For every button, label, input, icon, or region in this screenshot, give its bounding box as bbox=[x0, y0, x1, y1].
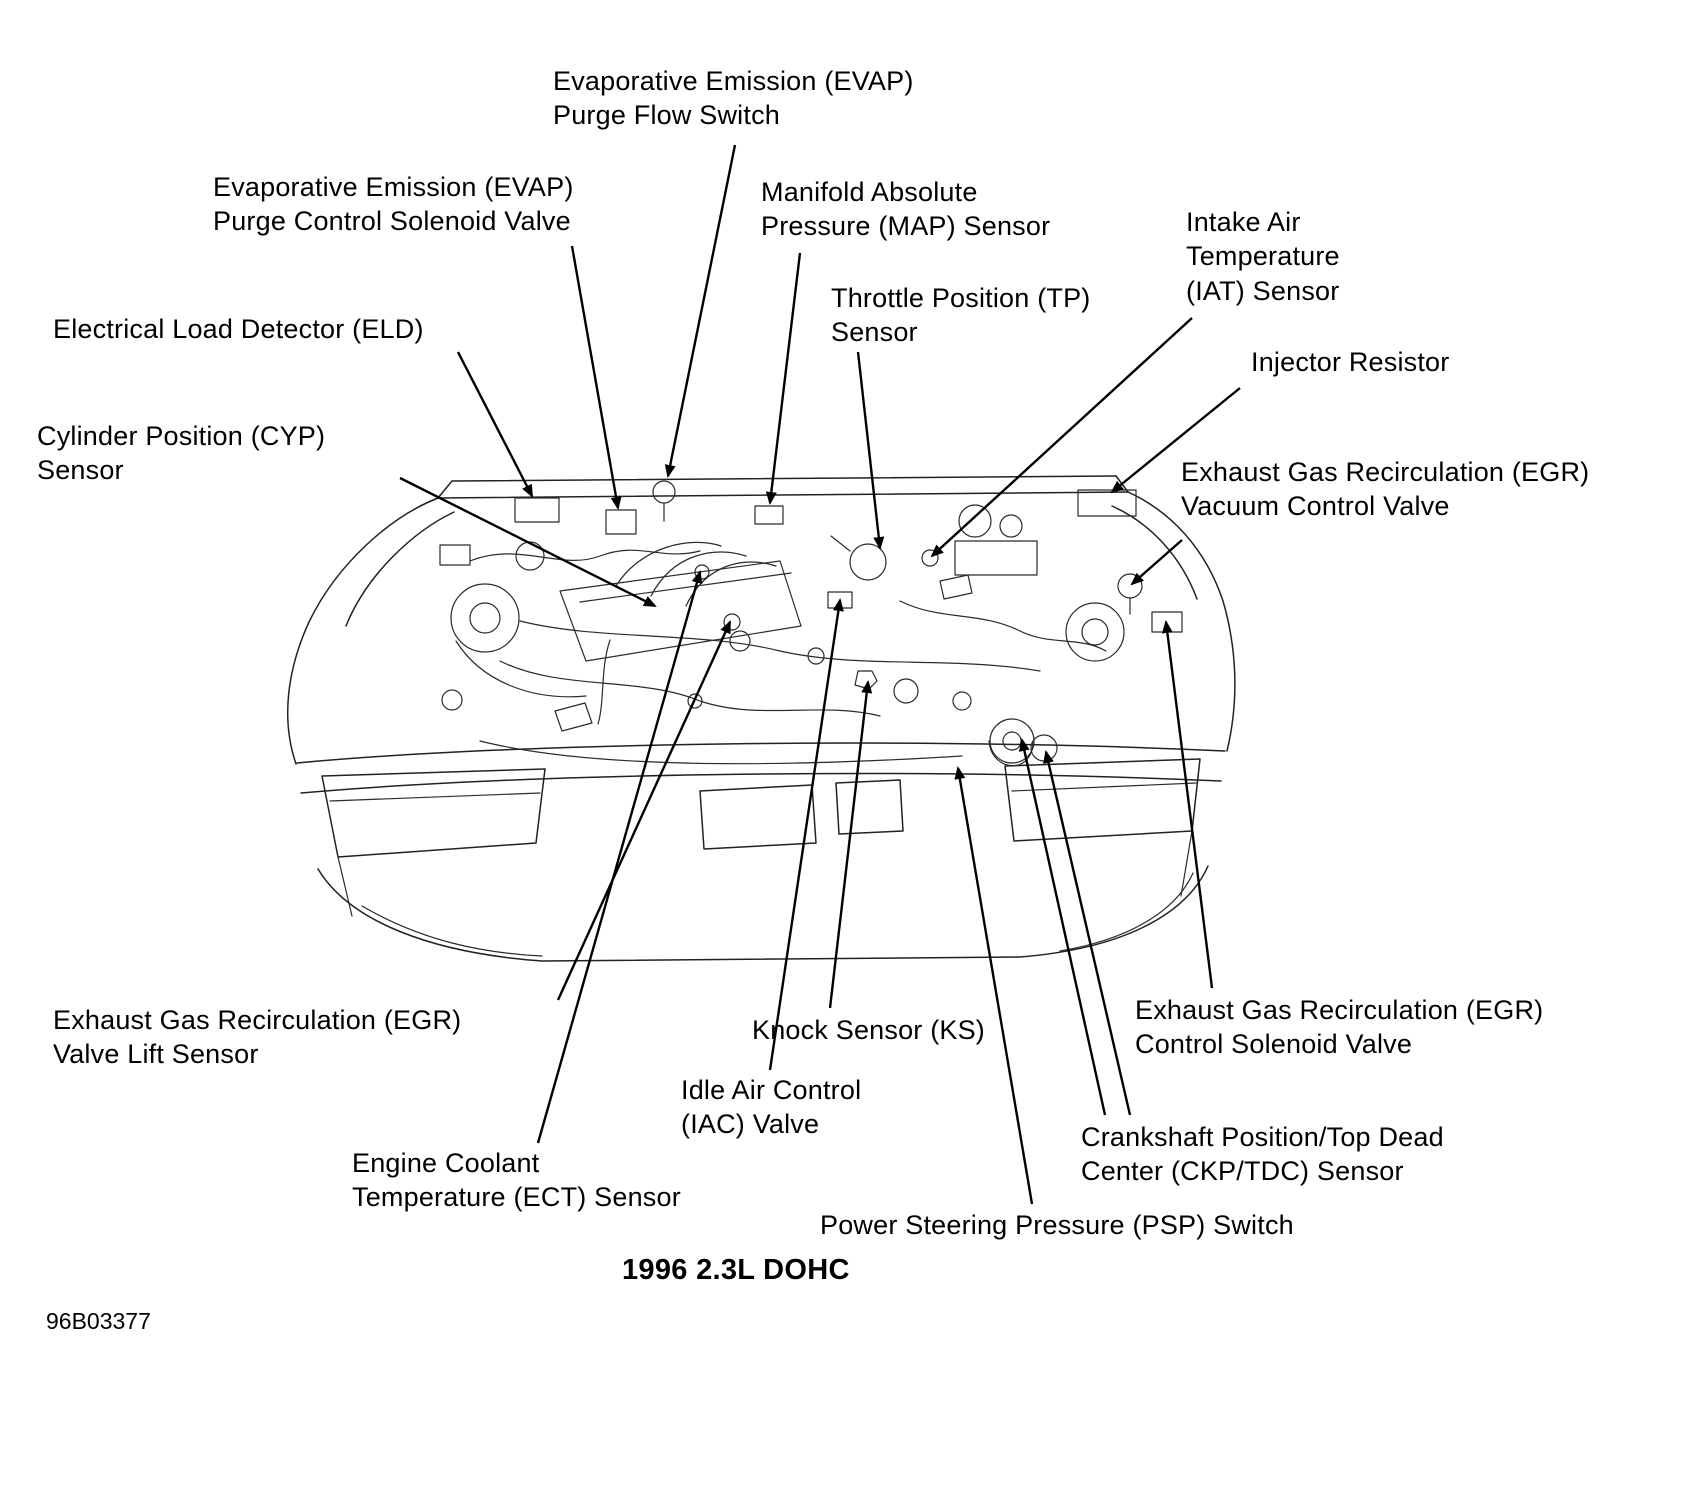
label-cyp-sensor: Cylinder Position (CYP) Sensor bbox=[37, 421, 326, 486]
map-sensor-part bbox=[754, 505, 784, 525]
engine-detail bbox=[439, 480, 1183, 767]
label-tp-sensor: Throttle Position (TP) Sensor bbox=[831, 283, 1091, 348]
label-eld: Electrical Load Detector (ELD) bbox=[53, 314, 424, 344]
ps-pump-part bbox=[989, 718, 1035, 764]
leader-line-map-sensor bbox=[765, 252, 802, 505]
leader-line-egr-valve-lift-sensor bbox=[556, 620, 732, 1001]
purge-flow-switch-part bbox=[652, 480, 676, 504]
label-injector-resistor: Injector Resistor bbox=[1251, 347, 1450, 377]
label-egr-valve-lift-sensor: Exhaust Gas Recirculation (EGR) Valve Li… bbox=[53, 1005, 462, 1070]
leader-line-ckp-tdc-sensor-2 bbox=[1043, 750, 1132, 1116]
label-map-sensor: Manifold Absolute Pressure (MAP) Sensor bbox=[761, 177, 1051, 242]
iat-sensor-part bbox=[921, 549, 939, 567]
leader-line-injector-resistor bbox=[1110, 387, 1241, 494]
leader-line-evap-purge-control-solenoid-valve bbox=[570, 245, 622, 510]
leader-line-ect-sensor bbox=[536, 570, 703, 1144]
leader-line-egr-vacuum-control-valve bbox=[1130, 539, 1183, 586]
leader-line-cyp-sensor bbox=[399, 476, 657, 608]
label-evap-purge-flow-switch: Evaporative Emission (EVAP) Purge Flow S… bbox=[553, 66, 914, 131]
label-evap-purge-control-solenoid-valve: Evaporative Emission (EVAP) Purge Contro… bbox=[213, 172, 574, 237]
leader-lines bbox=[399, 144, 1241, 1205]
eld-part bbox=[514, 497, 560, 523]
leader-line-evap-purge-flow-switch bbox=[664, 144, 737, 478]
car-body-outline bbox=[286, 475, 1236, 962]
leader-line-knock-sensor bbox=[828, 680, 873, 1009]
knock-sensor-part bbox=[854, 670, 878, 690]
label-iat-sensor: Intake Air Temperature (IAT) Sensor bbox=[1186, 207, 1340, 306]
figure-number: 96B03377 bbox=[46, 1308, 151, 1334]
crank-pulley-part bbox=[1030, 734, 1058, 762]
label-knock-sensor: Knock Sensor (KS) bbox=[752, 1015, 985, 1045]
figure-caption: 1996 2.3L DOHC bbox=[622, 1254, 850, 1286]
leader-line-iac-valve bbox=[768, 598, 844, 1071]
leader-line-eld bbox=[456, 351, 534, 498]
leader-line-tp-sensor bbox=[856, 351, 885, 550]
leader-line-iat-sensor bbox=[930, 317, 1193, 558]
injector-resistor-part bbox=[1077, 489, 1137, 517]
throttle-body bbox=[849, 543, 887, 581]
label-ckp-tdc-sensor: Crankshaft Position/Top Dead Center (CKP… bbox=[1081, 1122, 1444, 1187]
leader-line-psp-switch bbox=[954, 766, 1034, 1205]
leader-line-ckp-tdc-sensor-1 bbox=[1019, 738, 1107, 1116]
label-ect-sensor: Engine Coolant Temperature (ECT) Sensor bbox=[352, 1148, 681, 1213]
leader-line-egr-control-solenoid-valve bbox=[1161, 620, 1214, 989]
label-psp-switch: Power Steering Pressure (PSP) Switch bbox=[820, 1210, 1294, 1240]
label-egr-control-solenoid-valve: Exhaust Gas Recirculation (EGR) Control … bbox=[1135, 995, 1544, 1060]
label-egr-vacuum-control-valve: Exhaust Gas Recirculation (EGR) Vacuum C… bbox=[1181, 457, 1590, 522]
purge-solenoid-part bbox=[605, 509, 637, 535]
label-iac-valve: Idle Air Control (IAC) Valve bbox=[681, 1075, 862, 1140]
